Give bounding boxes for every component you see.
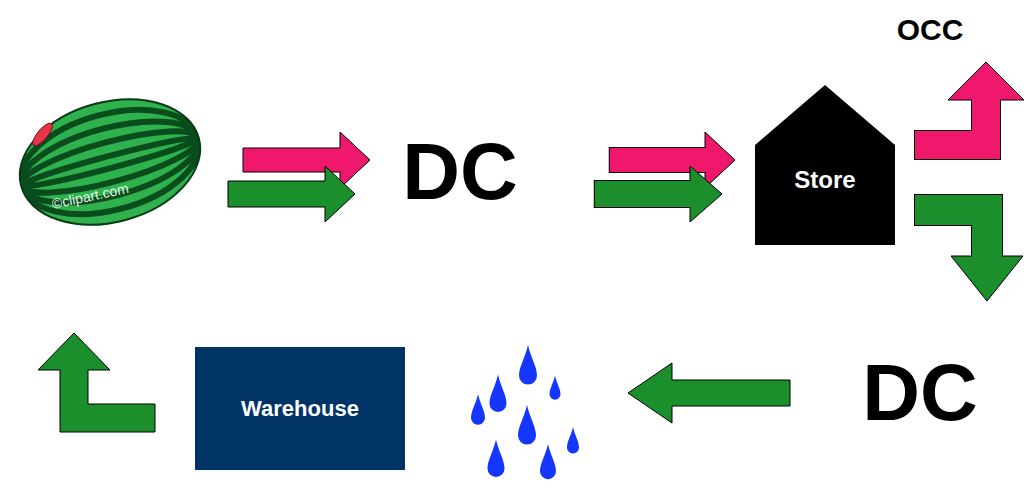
house-shape (755, 85, 895, 245)
water-drop (488, 440, 505, 477)
arrow-body (915, 99, 986, 146)
water-drop (518, 405, 536, 445)
block-arrow (914, 210, 1023, 301)
block-arrow (609, 132, 735, 188)
water-drop (550, 376, 561, 400)
node-text: Store (794, 168, 855, 192)
location-label: OCC (897, 15, 964, 45)
arrow-head (705, 132, 735, 188)
melon-outline (6, 80, 215, 244)
node-text: Warehouse (241, 398, 359, 420)
node-text: DC (402, 132, 518, 212)
block-arrow (243, 132, 370, 188)
melon-stripe (20, 132, 201, 191)
water-drop (519, 345, 537, 385)
arrow-body (595, 181, 692, 207)
watermelon (6, 80, 215, 244)
warehouse-box: Warehouse (195, 347, 405, 470)
house-outline (755, 85, 895, 245)
block-arrow (594, 166, 722, 222)
melon-body (6, 80, 215, 244)
location-label: DC (402, 132, 518, 212)
block-arrow (38, 333, 155, 432)
water-drops (471, 345, 579, 479)
block-arrow (914, 62, 1024, 145)
block-arrow (228, 166, 355, 222)
arrow-head (948, 62, 1024, 100)
water-drop (567, 427, 579, 453)
melon-stripe (12, 105, 207, 218)
store-house: Store (755, 85, 895, 245)
melon-flesh (30, 121, 56, 149)
water-drop (540, 444, 556, 479)
block-arrow (628, 363, 790, 423)
water-drop (490, 375, 507, 412)
arrow-body (915, 210, 987, 258)
node-text: OCC (897, 15, 964, 45)
node-text: DC (862, 353, 978, 433)
arrow-head (951, 256, 1023, 301)
arrow-head (690, 166, 722, 222)
location-label: DC (862, 353, 978, 433)
water-drop (471, 394, 485, 425)
